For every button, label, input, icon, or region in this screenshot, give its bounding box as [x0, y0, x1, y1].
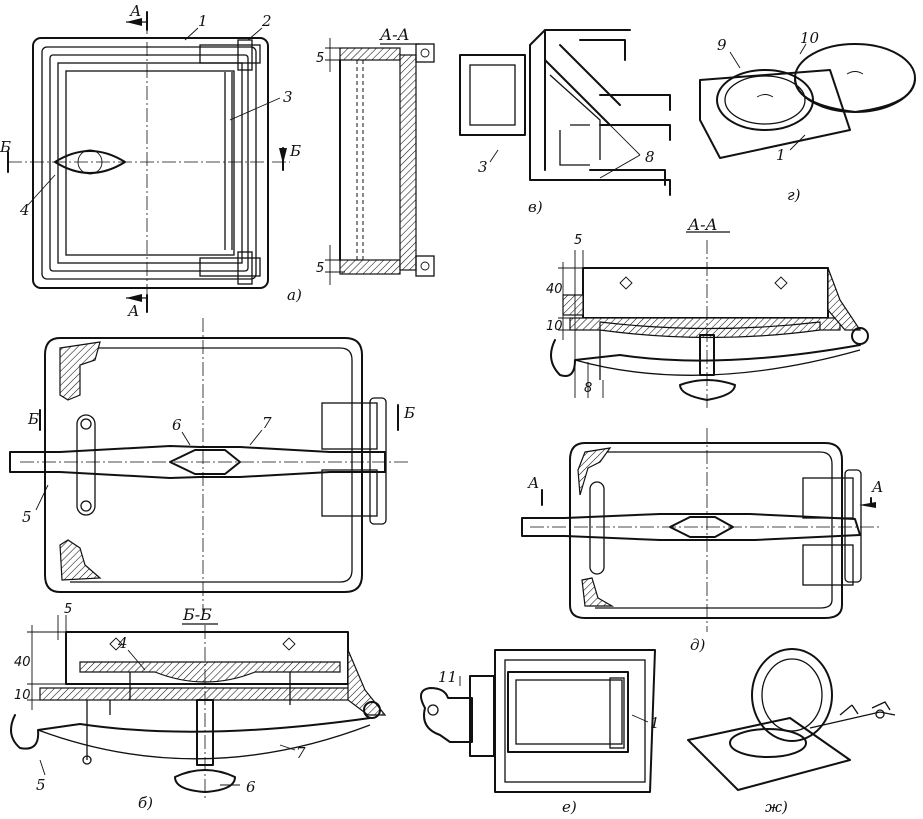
section-aa-right-title: А-А — [687, 215, 718, 234]
dim-10-right: 10 — [546, 319, 563, 334]
panel-a-door-front — [7, 11, 290, 313]
part-3-v: 3 — [478, 158, 488, 176]
panel-g-label: г) — [787, 186, 801, 204]
dim-40-bb: 40 — [14, 655, 31, 670]
part-9-g: 9 — [717, 36, 727, 54]
panel-v-frame-door — [459, 29, 671, 196]
panel-g-round-door — [699, 43, 916, 159]
dim-8-right: 8 — [584, 381, 592, 396]
panel-zh-label: ж) — [765, 798, 788, 816]
part-7-bb: 7 — [296, 744, 306, 762]
section-aa-title: А-А — [379, 25, 410, 44]
part-6-bb: 6 — [246, 778, 256, 796]
part-1-e: 1 — [650, 714, 660, 732]
cut-mark-b-left2: Б — [27, 410, 39, 428]
cut-mark-b-right2: Б — [403, 404, 415, 422]
panel-e-frame — [420, 649, 656, 793]
panel-e-label: е) — [562, 798, 577, 816]
cut-mark-a-bottom: А — [127, 302, 139, 320]
part-8-v: 8 — [645, 148, 655, 166]
part-6-b: 6 — [172, 416, 182, 434]
dim-40-right: 40 — [546, 282, 563, 297]
panel-d-label: д) — [690, 636, 706, 654]
section-bb — [10, 615, 387, 800]
section-aa-narrow — [325, 38, 435, 285]
panel-zh-round-open — [687, 648, 896, 791]
panel-b-door-front — [9, 318, 410, 612]
part-4-a: 4 — [19, 201, 30, 219]
part-10-g: 10 — [800, 29, 820, 47]
panel-b-label: б) — [138, 794, 153, 812]
part-5-bb: 5 — [36, 776, 46, 794]
part-1-a: 1 — [198, 12, 208, 30]
section-bb-title: Б-Б — [182, 605, 212, 624]
part-5-b: 5 — [22, 508, 32, 526]
cut-mark-a-d-left: А — [527, 474, 539, 492]
cut-mark-a-d-right: А — [871, 478, 883, 496]
part-1-g: 1 — [776, 146, 786, 164]
cut-mark-b-right: Б — [289, 142, 301, 160]
dim-5-bb: 5 — [64, 602, 72, 617]
part-11-e: 11 — [438, 668, 457, 686]
part-2-a: 2 — [261, 12, 272, 30]
dim-10-bb: 10 — [14, 688, 31, 703]
panel-a-label: а) — [287, 286, 302, 304]
cut-mark-a-top: А — [129, 2, 141, 20]
panel-v-label: в) — [528, 198, 543, 216]
panel-d-door-front — [521, 428, 880, 632]
dim-5-right: 5 — [574, 233, 582, 248]
dim-5-top: 5 — [316, 51, 324, 66]
part-3-a: 3 — [283, 88, 293, 106]
dim-5-bottom: 5 — [316, 261, 324, 276]
cut-mark-b-left: Б — [0, 138, 11, 156]
part-7-b: 7 — [262, 414, 272, 432]
section-aa-wide — [550, 231, 869, 408]
part-4-bb: 4 — [117, 634, 128, 652]
